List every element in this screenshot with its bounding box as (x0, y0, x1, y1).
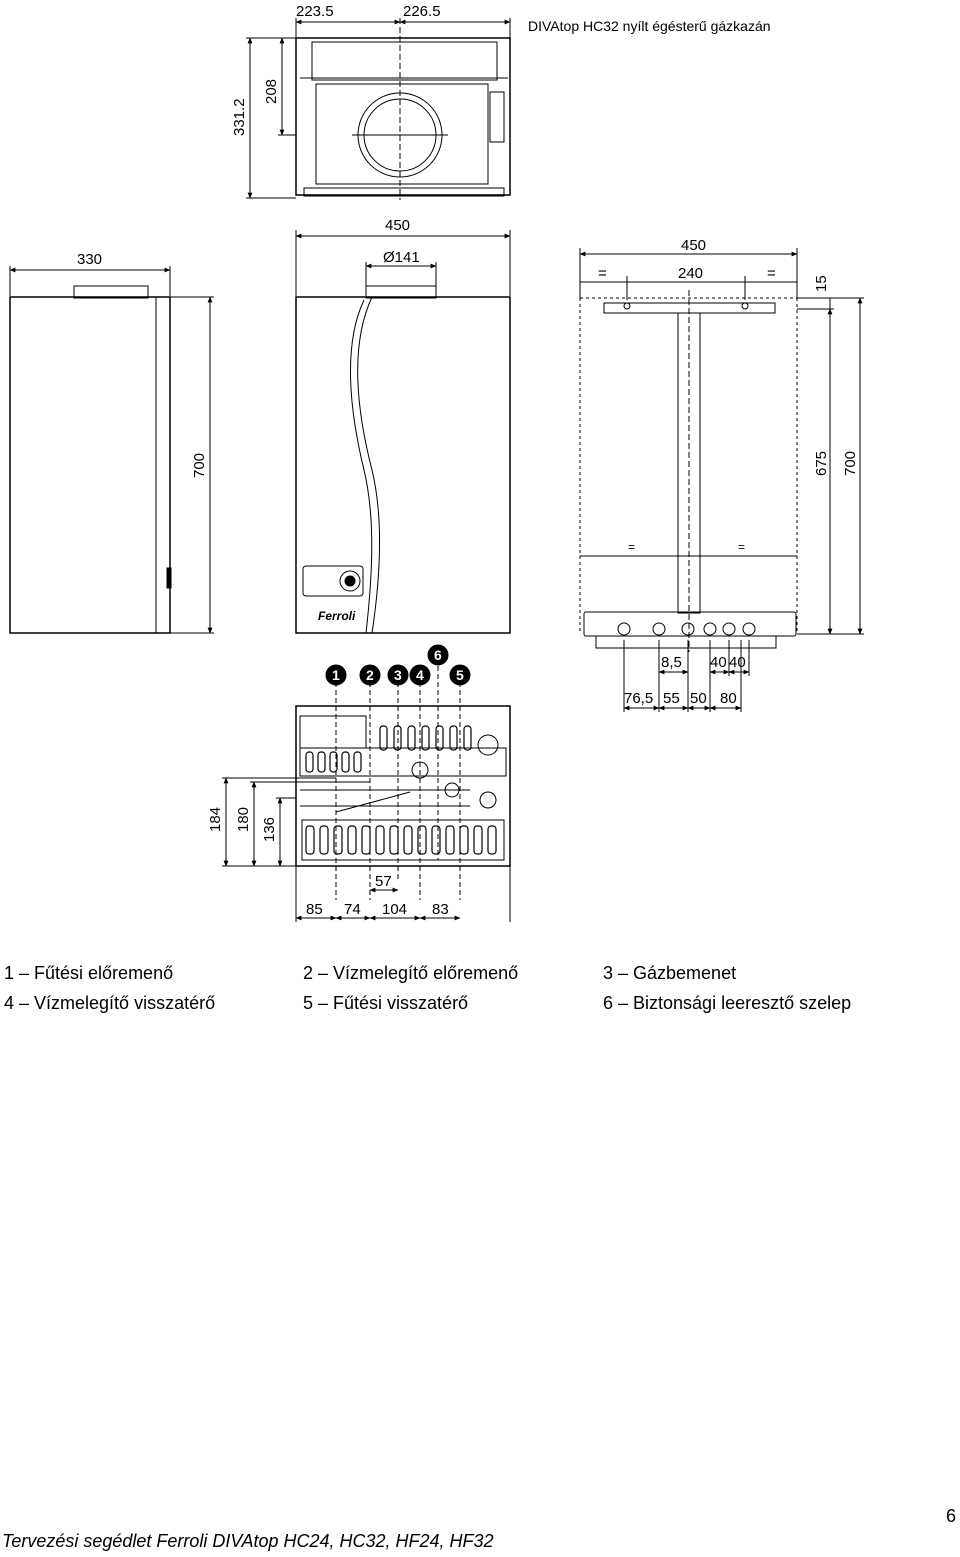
dim-side-700: 700 (191, 453, 208, 478)
marker-2: 2 (366, 667, 374, 683)
technical-drawing: DIVAtop HC32 nyílt égésterű gázkazán 223… (9, 3, 864, 922)
dim-240: 240 (678, 265, 703, 282)
front-view: Ferroli 450 Ø141 (295, 217, 511, 634)
dim-180: 180 (235, 807, 252, 832)
document-footer: Tervezési segédlet Ferroli DIVAtop HC24,… (2, 1531, 494, 1551)
marker-5: 5 (456, 667, 464, 683)
dim-208: 208 (263, 79, 280, 104)
dim-226-5: 226.5 (403, 3, 441, 20)
dim-675: 675 (813, 451, 830, 476)
connection-legend: 1 – Fűtési előremenő 2 – Vízmelegítő elő… (4, 958, 944, 1018)
legend-item: 6 – Biztonsági leeresztő szelep (603, 993, 852, 1013)
marker-6: 6 (434, 647, 442, 663)
page-number: 6 (945, 1506, 956, 1526)
dim-bracket-700: 700 (842, 451, 859, 476)
eq-left: = (598, 265, 607, 282)
legend-item: 2 – Vízmelegítő előremenő (303, 963, 519, 983)
dim-83: 83 (432, 901, 449, 918)
dim-136: 136 (261, 817, 278, 842)
ferroli-logo: Ferroli (318, 609, 356, 623)
eq-mid-right: = (738, 540, 745, 554)
drawing-title: DIVAtop HC32 nyílt égésterű gázkazán (528, 18, 771, 34)
top-view: 223.5 226.5 208 331.2 (231, 3, 511, 200)
legend-item: 3 – Gázbemenet (603, 963, 737, 983)
dim-15: 15 (813, 275, 830, 292)
dim-front-450: 450 (385, 217, 410, 234)
dim-80: 80 (720, 690, 737, 707)
dim-104: 104 (382, 901, 407, 918)
bracket-view: 450 = 240 = = = 15 675 700 8,5 40 40 76,… (579, 237, 864, 712)
marker-4: 4 (416, 667, 424, 683)
legend-item: 5 – Fűtési visszatérő (303, 993, 469, 1013)
legend-row: 1 – Fűtési előremenő 2 – Vízmelegítő elő… (4, 958, 944, 988)
dim-40a: 40 (710, 654, 727, 671)
dim-57: 57 (375, 873, 392, 890)
dim-bracket-450: 450 (681, 237, 706, 254)
dim-85: 85 (306, 901, 323, 918)
eq-mid-left: = (628, 540, 635, 554)
dim-40b: 40 (729, 654, 746, 671)
dim-184: 184 (207, 807, 224, 832)
dim-flue-141: Ø141 (383, 249, 420, 266)
dim-76-5: 76,5 (624, 690, 653, 707)
dim-330: 330 (77, 251, 102, 268)
side-view: 330 700 (9, 251, 214, 634)
marker-3: 3 (394, 667, 402, 683)
dim-331-2: 331.2 (231, 98, 248, 136)
dim-223-5: 223.5 (296, 3, 334, 20)
eq-right: = (767, 265, 776, 282)
legend-row: 4 – Vízmelegítő visszatérő 5 – Fűtési vi… (4, 988, 944, 1018)
dim-50: 50 (690, 690, 707, 707)
dim-74: 74 (344, 901, 361, 918)
legend-item: 1 – Fűtési előremenő (4, 963, 174, 983)
dim-8-5: 8,5 (661, 654, 682, 671)
marker-1: 1 (332, 667, 340, 683)
bottom-view: 184 180 136 57 85 74 104 83 1 2 3 4 6 5 (207, 644, 511, 922)
legend-item: 4 – Vízmelegítő visszatérő (4, 993, 216, 1013)
dim-55: 55 (663, 690, 680, 707)
